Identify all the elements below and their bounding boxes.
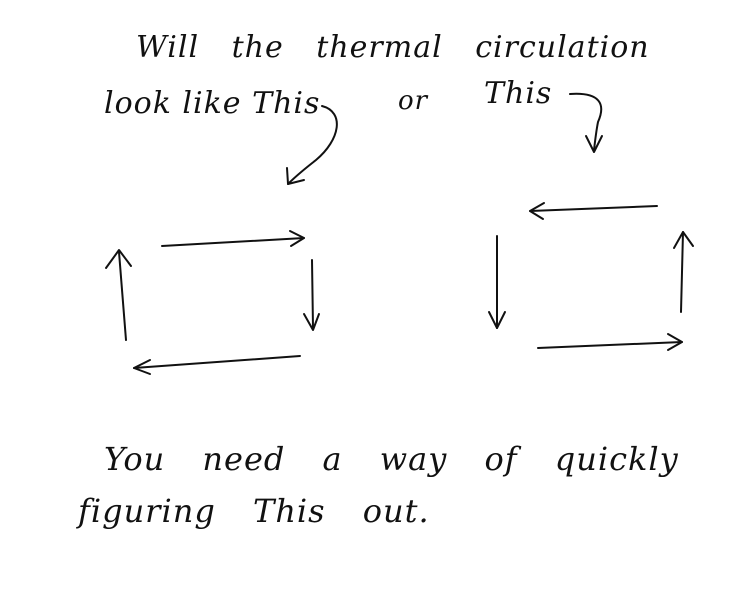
answer-line-2: figuring This out. bbox=[78, 492, 430, 530]
pointer-arrow-left bbox=[286, 105, 338, 185]
pointer-arrow-right bbox=[569, 92, 603, 153]
arrow-up-left-left bbox=[105, 249, 132, 341]
question-line-2-right: This bbox=[484, 76, 553, 111]
question-line-2-left: look like This bbox=[104, 86, 321, 121]
arrow-left-top-right bbox=[529, 202, 658, 220]
answer-line-1: You need a way of quickly bbox=[104, 440, 679, 478]
question-line-1: Will the thermal circulation bbox=[136, 30, 650, 65]
question-or: or bbox=[398, 86, 429, 116]
arrow-right-top-left bbox=[161, 230, 305, 247]
arrow-down-left-right bbox=[488, 235, 506, 329]
arrow-right-bottom-right bbox=[537, 333, 683, 351]
right-circulation-diagram bbox=[488, 202, 694, 351]
left-circulation-diagram bbox=[105, 230, 320, 375]
arrow-down-right-left bbox=[303, 259, 320, 331]
arrow-left-bottom-left bbox=[133, 355, 301, 375]
arrow-up-right-right bbox=[673, 231, 694, 313]
